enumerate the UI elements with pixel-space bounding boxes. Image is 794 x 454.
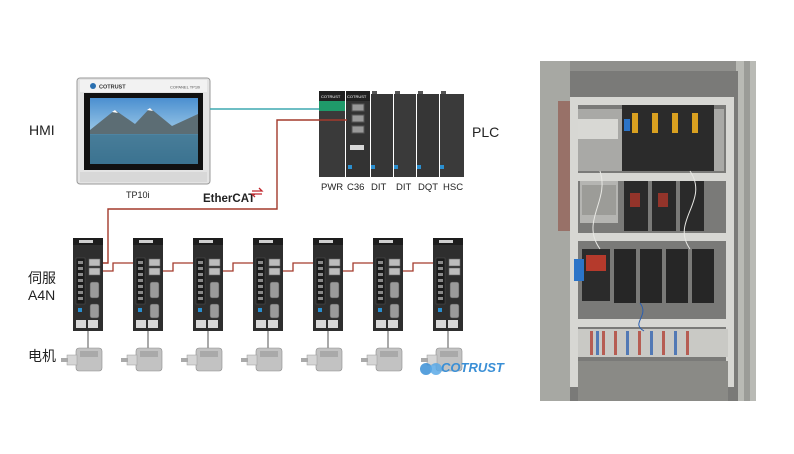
servo-drive-3 [193, 238, 223, 331]
plc-module-label-4: DQT [418, 182, 438, 193]
watermark-text: COTRUST [441, 360, 505, 375]
servo-drive-2 [133, 238, 163, 331]
bus-link-5 [340, 262, 389, 272]
servo-drive-6 [373, 238, 403, 331]
ethercat-logo-text: EtherCAT [203, 193, 255, 205]
plc-rack: COTRUST COTRUST [319, 91, 464, 177]
ethercat-trunk [98, 119, 347, 264]
ethercat-daisy-chain [100, 262, 449, 272]
svg-text:COTRUST: COTRUST [347, 94, 367, 99]
hmi-screen-caption: COPANEL TP10i [170, 85, 200, 90]
servo-motor-6 [361, 331, 403, 372]
network-diagram: COTRUST COPANEL TP10i TP10i COTRUST [61, 77, 505, 375]
motor-side-label: 电机 [28, 348, 56, 364]
bus-link-3 [220, 262, 269, 272]
servo-label-model: A4N [28, 287, 56, 303]
motors [61, 331, 463, 372]
servo-drives [73, 238, 463, 331]
plc-module-label-0: PWR [321, 182, 343, 193]
hmi-model-label: TP10i [126, 190, 150, 200]
servo-drive-7 [433, 238, 463, 331]
bus-link-1 [100, 262, 149, 272]
hmi-side-label: HMI [29, 122, 55, 138]
hmi-brand-logo: COTRUST [99, 85, 126, 91]
bus-link-4 [280, 262, 329, 272]
servo-drive-5 [313, 238, 343, 331]
bus-link-6 [400, 262, 449, 272]
servo-side-label: 伺服 A4N [28, 270, 56, 304]
hmi-panel: COTRUST COPANEL TP10i [76, 77, 211, 185]
plc-module-labels: PWR C36 DIT DIT DQT HSC [321, 182, 463, 193]
plc-side-label: PLC [472, 124, 500, 140]
svg-text:COTRUST: COTRUST [321, 94, 341, 99]
servo-motor-1 [61, 331, 103, 372]
servo-drive-1 [73, 238, 103, 331]
servo-label-cn: 伺服 [28, 270, 56, 286]
cotrust-watermark: COTRUST [420, 360, 505, 375]
servo-motor-5 [301, 331, 343, 372]
bus-link-2 [160, 262, 209, 272]
servo-motor-4 [241, 331, 283, 372]
servo-motor-2 [121, 331, 163, 372]
plc-module-label-5: HSC [443, 182, 463, 193]
plc-module-label-1: C36 [347, 182, 364, 193]
servo-motor-7 [421, 331, 463, 372]
control-cabinet-photo [540, 61, 756, 401]
plc-module-label-3: DIT [396, 182, 412, 193]
servo-motor-3 [181, 331, 223, 372]
ethercat-logo: EtherCAT [203, 187, 264, 205]
servo-drive-4 [253, 238, 283, 331]
plc-module-label-2: DIT [371, 182, 387, 193]
